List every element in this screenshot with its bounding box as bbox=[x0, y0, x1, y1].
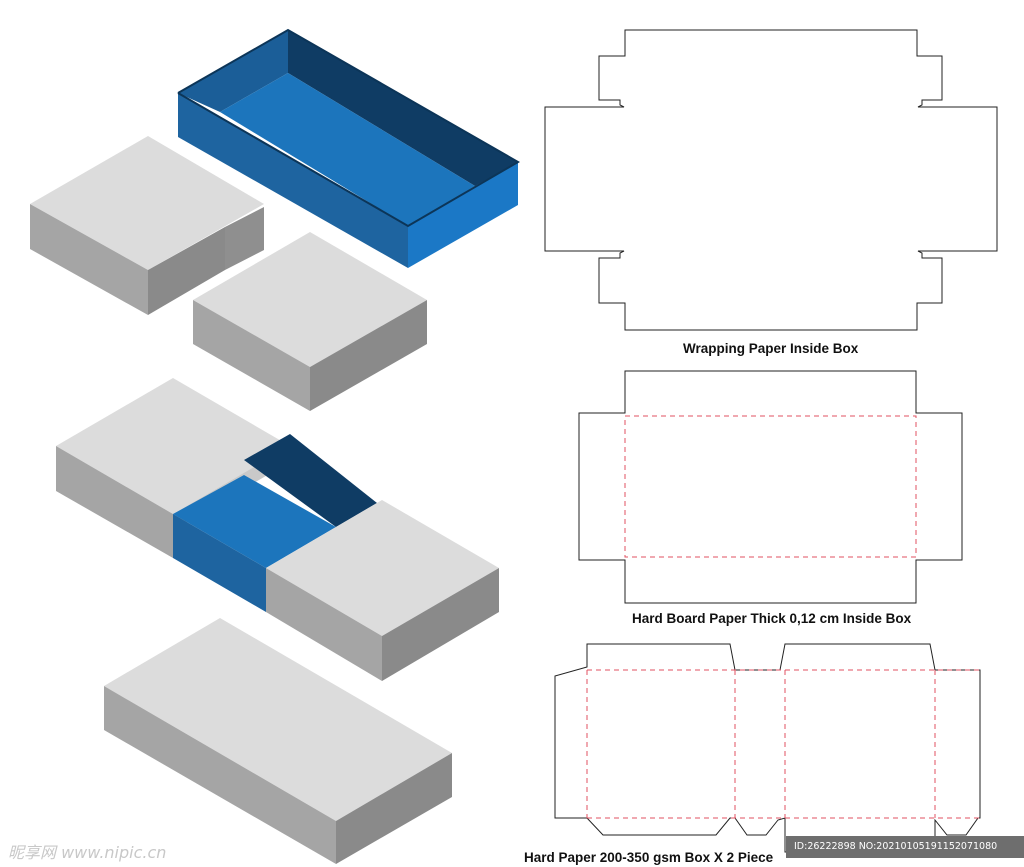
drawer-box-left-face bbox=[56, 446, 173, 558]
lid-box bbox=[193, 232, 427, 411]
tray-back-wall bbox=[288, 30, 518, 186]
sleeve-top bbox=[30, 136, 264, 270]
drawer-inner-floor bbox=[173, 475, 336, 568]
hard-board-fold-lines bbox=[624, 415, 917, 558]
flat-box-top bbox=[104, 618, 452, 821]
tray-front-wall bbox=[178, 93, 408, 268]
hard-paper-fold-lines bbox=[586, 669, 980, 819]
lid-top bbox=[193, 232, 427, 367]
blue-tray bbox=[177, 28, 520, 268]
caption-wrapping-paper: Wrapping Paper Inside Box bbox=[683, 341, 859, 356]
drawer-box-left-right bbox=[266, 568, 382, 681]
image-id-bar: ID:26222898 NO:20210105191152071080 bbox=[786, 836, 1024, 858]
wrapping-paper-outline bbox=[544, 29, 998, 331]
sleeve-box bbox=[30, 136, 264, 315]
hard-paper-outline bbox=[554, 643, 981, 853]
tray-far-left-wall bbox=[178, 30, 288, 112]
hard-board-outline bbox=[578, 370, 963, 604]
dieline-hard-board bbox=[578, 370, 963, 604]
sleeve-right bbox=[148, 227, 225, 315]
drawer-box-assembled bbox=[56, 378, 499, 681]
long-flat-box bbox=[104, 618, 452, 864]
drawer-box-top-right bbox=[266, 500, 499, 636]
drawer-inner-back bbox=[244, 434, 377, 527]
caption-hard-paper: Hard Paper 200-350 gsm Box X 2 Piece bbox=[524, 850, 774, 865]
site-watermark: 昵享网 www.nipic.cn bbox=[8, 843, 167, 862]
lid-left bbox=[193, 300, 310, 411]
flat-box-right bbox=[336, 753, 452, 864]
sleeve-left bbox=[30, 204, 148, 315]
dieline-wrapping-paper bbox=[544, 29, 998, 331]
tray-floor bbox=[220, 73, 475, 226]
drawer-box-right-face bbox=[382, 568, 499, 681]
lid-right bbox=[310, 300, 427, 411]
flat-box-left bbox=[104, 686, 336, 864]
tray-right-wall bbox=[408, 162, 518, 268]
dieline-hard-paper bbox=[554, 643, 981, 853]
caption-hard-board: Hard Board Paper Thick 0,12 cm Inside Bo… bbox=[632, 611, 912, 626]
tray-rim bbox=[177, 28, 520, 228]
drawer-front-face bbox=[173, 514, 266, 612]
sleeve-inner bbox=[225, 207, 264, 270]
